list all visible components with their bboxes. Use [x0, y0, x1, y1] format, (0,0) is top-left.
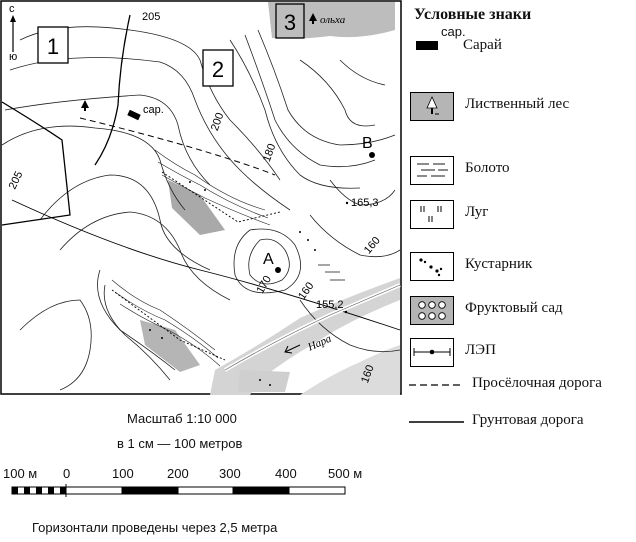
topographic-map: 1 2 3 с ю 205 200 180 205 160 170 160 16…	[0, 0, 402, 395]
scale-tick-500m: 500 м	[328, 466, 363, 481]
elevation-200: 200	[209, 111, 227, 132]
legend-meadow-icon	[410, 200, 454, 229]
scale-bar	[11, 484, 346, 497]
river-bank-area	[300, 345, 400, 395]
legend-powerline-icon	[410, 338, 454, 367]
elevation-155-2: 155,2	[316, 299, 344, 311]
power-line	[11, 199, 401, 331]
shrub-area	[238, 370, 290, 392]
forest-map-label: ольха	[320, 14, 346, 26]
elevation-165-3: 165,3	[351, 197, 379, 209]
legend-barn-icon	[416, 41, 438, 50]
elevation-180: 180	[261, 142, 279, 163]
sector-1-label: 1	[47, 34, 59, 59]
sector-2-label: 2	[212, 57, 224, 82]
scale-tick-100: 100	[112, 466, 134, 481]
scale-tick-0: 0	[63, 466, 71, 481]
elevation-205-top: 205	[142, 11, 160, 23]
scale-ratio-text: Масштаб 1:10 000	[127, 411, 237, 426]
legend-forest-icon	[410, 92, 454, 121]
scale-tick-200: 200	[167, 466, 189, 481]
point-a-marker	[275, 267, 281, 273]
legend-orchard-icon	[410, 296, 454, 325]
compass-north-label: с	[9, 3, 15, 15]
barn-icon	[127, 109, 141, 121]
legend-shrub-icon	[410, 252, 454, 281]
compass-south-label: ю	[9, 51, 17, 63]
legend-dashed-road-icon	[409, 384, 464, 386]
legend-dashed-road-label: Просёлочная дорога	[472, 375, 602, 391]
point-b-label: B	[362, 135, 373, 152]
legend-title: Условные знаки	[414, 6, 532, 23]
legend-meadow-label: Луг	[465, 204, 489, 220]
forest-icon	[81, 13, 317, 111]
legend-dirt-road-icon	[409, 421, 464, 423]
legend-barn-small: сар.	[441, 24, 466, 39]
legend-barn-label: Сарай	[463, 37, 502, 53]
legend-orchard-label: Фруктовый сад	[465, 300, 563, 316]
alder-forest-area	[268, 2, 395, 39]
dashed-road	[79, 117, 276, 176]
sector-3-label: 3	[284, 10, 296, 35]
contour-interval-note: Горизонтали проведены через 2,5 метра	[32, 520, 278, 535]
barn-map-label: сар.	[143, 104, 164, 116]
legend-forest-label: Лиственный лес	[465, 96, 570, 112]
scale-tick-400: 400	[275, 466, 297, 481]
scale-cm-text: в 1 см — 100 метров	[117, 436, 243, 451]
legend-swamp-icon	[410, 156, 454, 185]
orchard-area-1	[168, 180, 225, 235]
legend-powerline-label: ЛЭП	[465, 342, 496, 358]
legend-shrub-label: Кустарник	[465, 256, 533, 272]
point-a-label: A	[263, 251, 274, 268]
point-b-marker	[369, 152, 375, 158]
orchard-area-2	[140, 320, 200, 372]
scale-tick-300: 300	[219, 466, 241, 481]
legend-dirt-road-label: Грунтовая дорога	[472, 412, 584, 428]
scale-tick-100m-neg: 100 м	[3, 466, 38, 481]
legend-swamp-label: Болото	[465, 160, 510, 176]
elevation-160-bottom: 160	[359, 363, 377, 384]
